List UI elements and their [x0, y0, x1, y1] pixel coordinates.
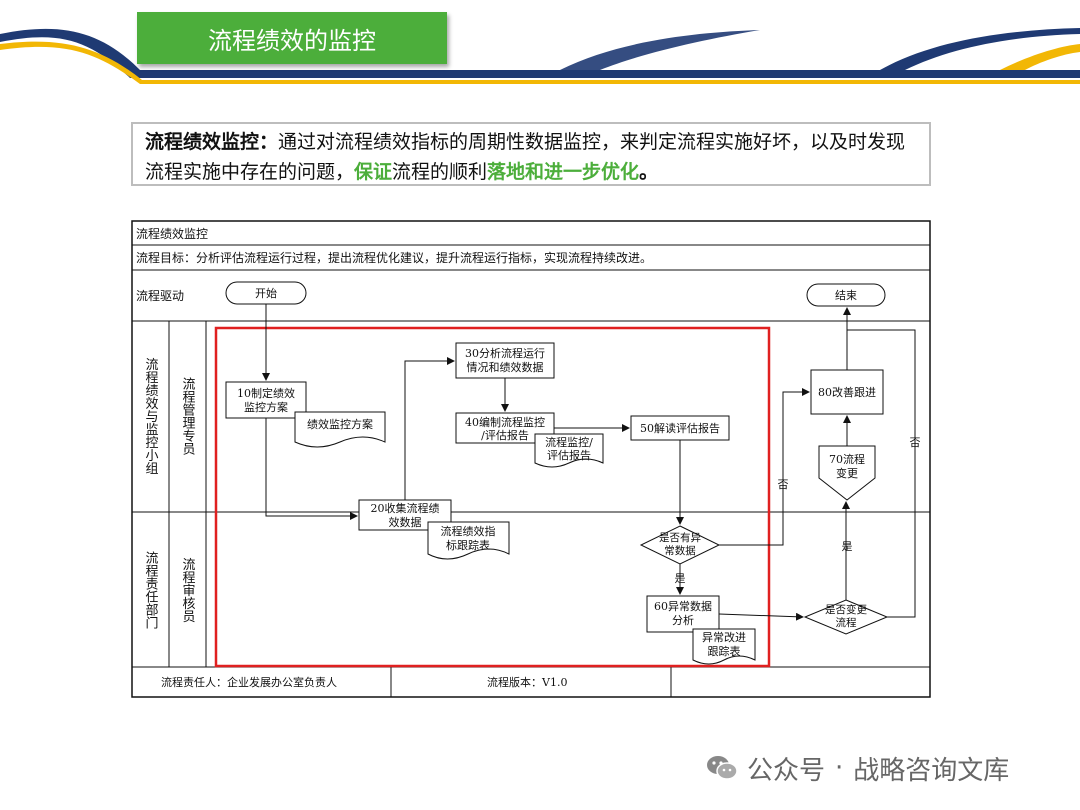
- step-10-line2: 监控方案: [244, 400, 288, 414]
- step-10: [225, 381, 307, 419]
- step-40-line2: /评估报告: [481, 428, 529, 442]
- step-10-line1: 10制定绩效: [237, 386, 295, 400]
- doc-20-line1: 流程绩效指: [441, 524, 496, 538]
- lane-role-2: 流程审核员: [180, 558, 196, 623]
- decision-2: [803, 599, 889, 635]
- slide-title: 流程绩效的监控: [137, 12, 447, 64]
- step-30-line1: 30分析流程运行: [465, 346, 545, 360]
- decision-1-line1: 是否有异: [659, 531, 701, 544]
- doc-10: [294, 411, 386, 448]
- lane-role-1: 流程管理专员: [180, 377, 196, 455]
- doc-20: [427, 521, 510, 560]
- header-swoosh: [0, 28, 1080, 84]
- desc-lead: 流程绩效监控：: [145, 131, 279, 153]
- decision-2-line2: 流程: [836, 616, 857, 629]
- watermark-dot: ·: [835, 753, 844, 783]
- doc-40: [534, 433, 604, 468]
- desc-highlight-1: 保证: [354, 161, 393, 183]
- label-no-2: 否: [910, 436, 921, 449]
- footer-version: 流程版本：V1.0: [487, 675, 567, 689]
- watermark-account-name: 战略咨询文库: [853, 755, 1010, 786]
- desc-tail: 。: [639, 161, 659, 183]
- doc-60-line1: 异常改进: [702, 630, 746, 644]
- desc-text: 通过对流程绩效指标的周期性数据监控，来判定流程实施好坏，以及时发现流程实施中存在…: [145, 131, 906, 183]
- decision-2-line1: 是否变更: [825, 603, 867, 616]
- step-70-line1: 70流程: [829, 452, 865, 466]
- label-no-1: 否: [778, 478, 789, 491]
- step-50: [630, 415, 730, 441]
- step-30-line2: 情况和绩效数据: [467, 360, 544, 374]
- step-70-line2: 变更: [836, 466, 858, 480]
- end-label: 结束: [835, 289, 857, 302]
- step-80: [810, 369, 884, 415]
- doc-10-label: 绩效监控方案: [307, 417, 373, 431]
- step-20-line2: 效数据: [389, 515, 422, 529]
- start-label: 开始: [255, 286, 277, 300]
- driver-label: 流程驱动: [136, 288, 184, 303]
- step-60: [646, 595, 720, 633]
- step-40-line1: 40编制流程监控: [465, 415, 545, 429]
- step-50-label: 50解读评估报告: [640, 421, 720, 435]
- watermark-account-label: 公众号: [747, 755, 826, 786]
- step-80-label: 80改善跟进: [818, 385, 876, 399]
- label-yes-1: 是: [675, 572, 686, 585]
- flowchart-title: 流程绩效监控: [136, 226, 208, 241]
- step-30: [455, 342, 555, 379]
- watermark: 公众号 · 战略咨询文库: [705, 748, 1050, 788]
- decision-1-line2: 常数据: [664, 544, 696, 557]
- description-box: 流程绩效监控：通过对流程绩效指标的周期性数据监控，来判定流程实施好坏，以及时发现…: [131, 122, 931, 186]
- lane-group-1: 流程绩效与监控小组: [143, 358, 159, 475]
- doc-60: [692, 628, 756, 665]
- doc-20-line2: 标跟踪表: [446, 538, 490, 552]
- wechat-icon: [707, 756, 738, 780]
- desc-text-2: 流程的顺利: [392, 161, 488, 183]
- lane-group-2: 流程责任部门: [143, 551, 159, 629]
- doc-40-line1: 流程监控/: [545, 435, 593, 449]
- highlight-frame: [214, 326, 771, 668]
- end-node: [806, 283, 886, 307]
- flowchart-goal: 流程目标：分析评估流程运行过程，提出流程优化建议，提升流程运行指标，实现流程持续…: [136, 250, 652, 265]
- doc-40-line2: 评估报告: [547, 448, 591, 462]
- label-yes-2: 是: [842, 540, 853, 553]
- step-60-line1: 60异常数据: [654, 599, 712, 613]
- step-70: [818, 445, 876, 501]
- step-60-line2: 分析: [672, 613, 694, 627]
- flowchart: 流程绩效监控 流程目标：分析评估流程运行过程，提出流程优化建议，提升流程运行指标…: [131, 220, 931, 698]
- desc-highlight-2: 落地和进一步优化: [487, 161, 640, 183]
- doc-60-line2: 跟踪表: [708, 644, 741, 658]
- step-20-line1: 20收集流程绩: [371, 501, 440, 515]
- footer-owner: 流程责任人：企业发展办公室负责人: [161, 675, 337, 689]
